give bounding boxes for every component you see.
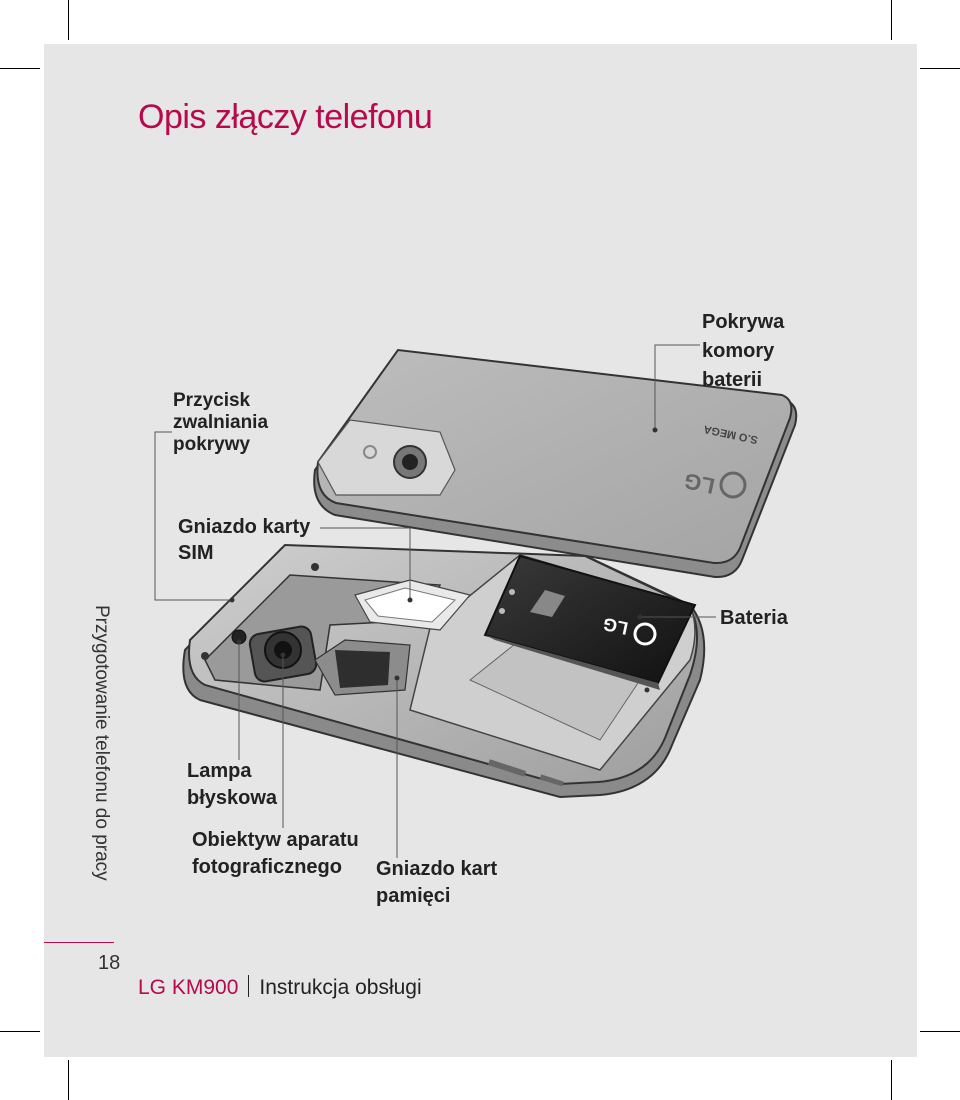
- page-number: 18: [98, 952, 121, 974]
- leader-sim: [320, 527, 411, 600]
- label-line: SIM: [178, 542, 214, 564]
- leader-battery-cover: [654, 344, 700, 430]
- label-line: fotograficznego: [192, 856, 342, 878]
- label-line: Lampa: [187, 760, 252, 782]
- label-line: pamięci: [376, 885, 451, 907]
- crop-mark: [68, 1060, 69, 1100]
- label-line: błyskowa: [187, 787, 278, 809]
- label-line: baterii: [702, 369, 763, 391]
- label-battery: Bateria: [720, 607, 788, 629]
- page-title: Opis złączy telefonu: [138, 98, 433, 136]
- footer: LG KM900 Instrukcja obsługi: [138, 975, 422, 1000]
- label-line: Gniazdo kart: [376, 858, 498, 880]
- page-background: [44, 44, 917, 1057]
- footer-doc-title: Instrukcja obsługi: [259, 976, 422, 999]
- label-line: Obiektyw aparatu: [192, 829, 359, 851]
- crop-mark: [0, 1031, 40, 1032]
- cover-lg-logo: LG: [682, 468, 717, 499]
- leader-dots: [229, 427, 658, 681]
- label-memory-slot: Gniazdo kart pamięci: [376, 856, 497, 910]
- crop-mark: [891, 0, 892, 40]
- footer-separator: [248, 975, 250, 997]
- section-divider: [44, 942, 114, 943]
- battery: LG: [483, 554, 697, 690]
- label-line: Gniazdo karty: [178, 516, 311, 538]
- crop-mark: [68, 0, 69, 40]
- label-battery-cover: Pokrywa komory baterii: [702, 308, 784, 395]
- label-line: komory: [702, 340, 775, 362]
- footer-model: LG KM900: [138, 976, 239, 999]
- label-sim-slot: Gniazdo karty SIM: [178, 514, 310, 566]
- leader-cover-release: [154, 431, 232, 601]
- crop-mark: [920, 68, 960, 69]
- label-line: Pokrywa: [702, 311, 785, 333]
- label-camera-lens: Obiektyw aparatu fotograficznego: [192, 827, 359, 881]
- leader-lines: [154, 344, 716, 858]
- label-line: zwalniania: [173, 412, 269, 433]
- crop-mark: [891, 1060, 892, 1100]
- section-title: Przygotowanie telefonu do pracy: [91, 605, 112, 881]
- crop-mark: [920, 1031, 960, 1032]
- battery-cover: S.O MEGA LG: [313, 348, 798, 579]
- label-line: pokrywy: [173, 434, 251, 455]
- label-line: Przycisk: [173, 390, 251, 411]
- label-flash: Lampa błyskowa: [187, 758, 277, 812]
- label-line: Bateria: [720, 607, 788, 629]
- label-cover-release: Przycisk zwalniania pokrywy: [173, 390, 268, 456]
- crop-mark: [0, 68, 40, 69]
